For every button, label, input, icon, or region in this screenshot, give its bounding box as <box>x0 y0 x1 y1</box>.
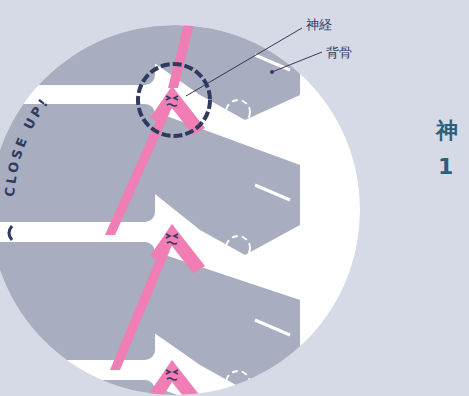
leader-dot <box>270 70 274 74</box>
highlight-ring <box>138 64 210 136</box>
nerves <box>105 0 205 396</box>
part-label: 背骨 <box>326 44 352 62</box>
part-label: 神経 <box>306 16 332 34</box>
vertebrae <box>0 0 300 396</box>
leader-line <box>272 52 322 72</box>
close-up-label: CLOSE UP! <box>2 94 52 198</box>
heading-fragment: 神 <box>436 116 458 146</box>
leader-line <box>186 28 302 96</box>
faces <box>166 96 178 380</box>
heading-fragment: 1 <box>438 154 453 179</box>
